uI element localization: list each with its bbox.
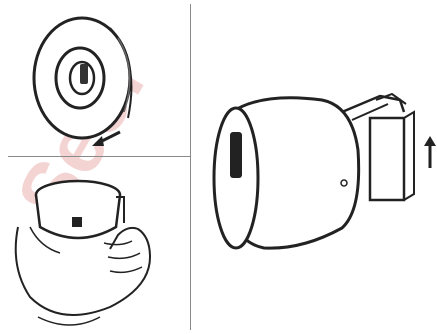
panel-mount-bracket [192, 0, 437, 334]
hand-press-illustration [0, 157, 190, 334]
panel-divider-vertical [190, 4, 191, 330]
panel-press-button [0, 157, 190, 334]
rotate-cover-illustration [0, 0, 190, 155]
bracket-mount-illustration [192, 0, 437, 334]
panel-rotate-cover [0, 0, 190, 155]
